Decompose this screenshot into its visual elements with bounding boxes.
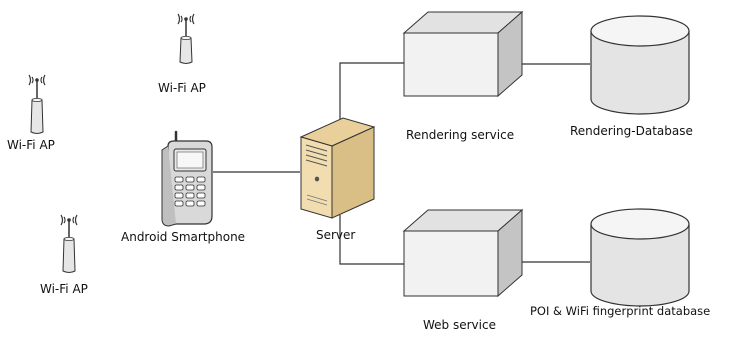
connector-server-rendering-service [339, 62, 405, 122]
database-cylinder-icon [590, 208, 690, 307]
wifi-ap-label-top: Wi-Fi AP [158, 81, 206, 95]
smartphone-icon [161, 130, 213, 227]
wifi-ap-label-bottom: Wi-Fi AP [40, 282, 88, 296]
wifi-access-point-icon [177, 13, 195, 64]
server-label: Server [316, 228, 356, 242]
web-service-label: Web service [423, 318, 496, 332]
service-box-icon [402, 208, 524, 298]
rendering-service-label: Rendering service [406, 128, 515, 142]
rendering-database-label: Rendering-Database [570, 124, 693, 138]
poi-wifi-database-label: POI & WiFi fingerprint database [530, 304, 711, 318]
wifi-access-point-icon [28, 74, 46, 134]
server-tower-icon [299, 117, 376, 219]
wifi-ap-label-left: Wi-Fi AP [7, 138, 55, 152]
wifi-access-point-icon [60, 214, 78, 273]
connector-server-web-service [339, 215, 405, 265]
database-cylinder-icon [590, 15, 690, 115]
smartphone-label: Android Smartphone [121, 230, 246, 244]
service-box-icon [402, 10, 524, 98]
connections [213, 62, 590, 265]
